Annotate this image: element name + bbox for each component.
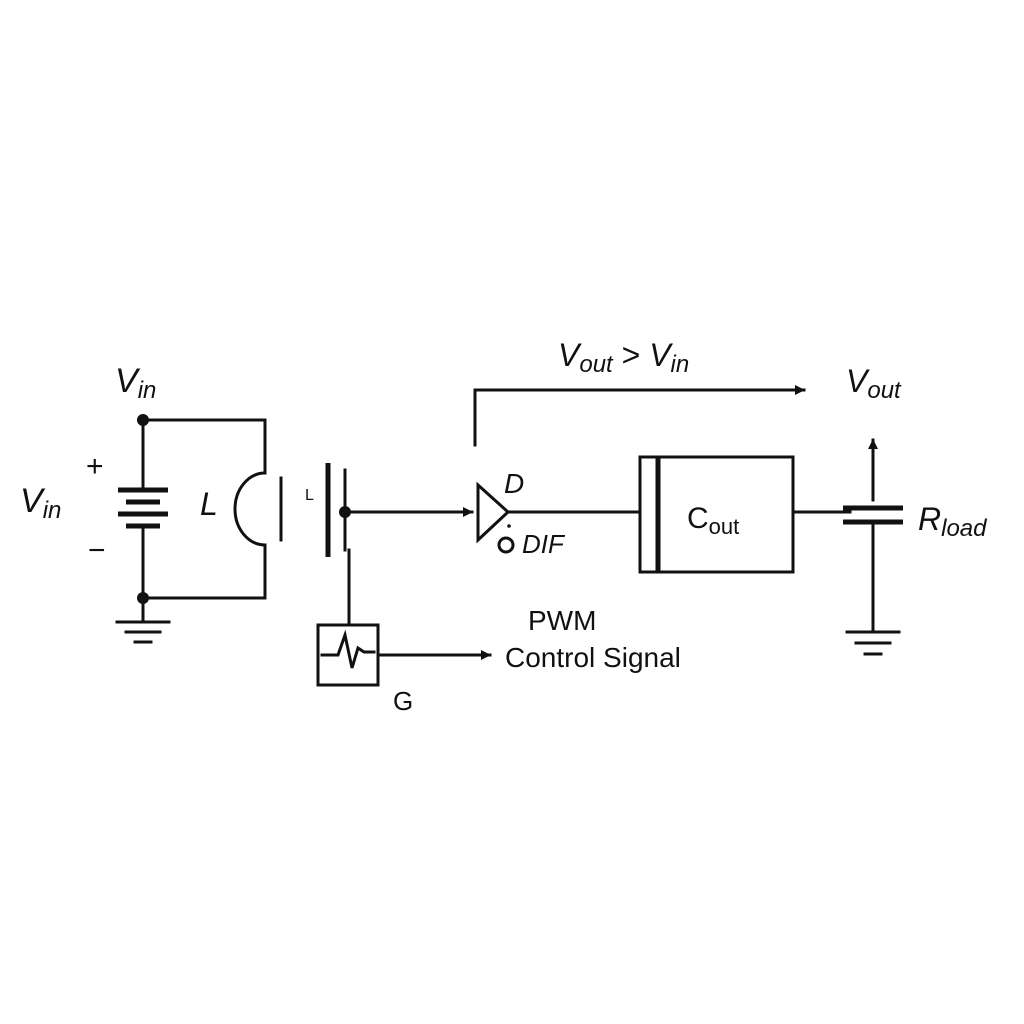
ground-icon-right: [845, 630, 901, 656]
pwm-generator: [316, 623, 492, 687]
pwm-label: PWM: [528, 605, 596, 636]
inductor-label: L: [200, 486, 218, 522]
rload-label: Rload: [918, 501, 987, 542]
vin-left-label: Vin: [20, 482, 61, 524]
switch-mark-label: L: [305, 487, 314, 504]
minus-sign: −: [88, 534, 106, 567]
diode-icon: [476, 481, 642, 554]
condition-label: Vout > Vin: [558, 337, 689, 378]
vout-label: Vout: [846, 363, 902, 404]
switch-icon: [325, 463, 474, 627]
inductor-icon: [233, 471, 283, 547]
battery-icon: [118, 487, 168, 529]
ground-icon-left: [115, 596, 171, 644]
node-top: [137, 414, 149, 426]
gate-label: G: [393, 686, 413, 716]
capacitor-icon: [638, 455, 852, 574]
output-node: [843, 438, 903, 634]
capacitor-label: Cout: [687, 502, 739, 539]
diode-sub-label: DIF: [522, 529, 566, 559]
vin-top-label: Vin: [115, 362, 156, 404]
diode-label: D: [504, 468, 524, 499]
condition-arrow: [473, 385, 806, 447]
control-signal-label: Control Signal: [505, 642, 681, 673]
input-loop: [137, 414, 267, 604]
pwm-waveform-icon: [320, 629, 376, 669]
plus-sign: +: [86, 450, 104, 483]
